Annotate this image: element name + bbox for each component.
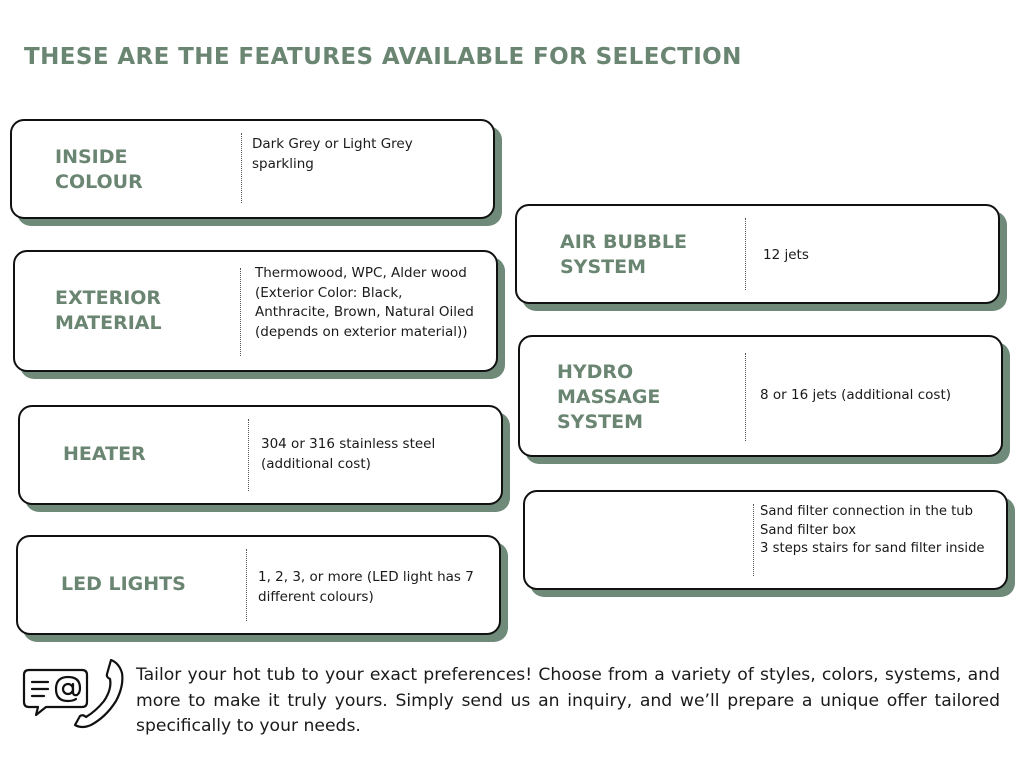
feature-value-led-lights: 1, 2, 3, or more (LED light has 7 differ… xyxy=(258,569,474,605)
feature-title-heater: HEATER xyxy=(63,443,146,465)
feature-title-hydro-massage-system: HYDRO MASSAGE SYSTEM xyxy=(557,361,661,433)
feature-card-led-lights: LED LIGHTS 1, 2, 3, or more (LED light h… xyxy=(16,535,501,635)
feature-divider xyxy=(745,353,746,441)
feature-card-inside-colour: INSIDE COLOUR Dark Grey or Light Grey sp… xyxy=(10,119,495,219)
page-title: THESE ARE THE FEATURES AVAILABLE FOR SEL… xyxy=(24,44,742,70)
feature-card-heater: HEATER 304 or 316 stainless steel (addit… xyxy=(18,405,503,505)
feature-divider xyxy=(248,419,249,491)
feature-value-hydro-massage-system: 8 or 16 jets (additional cost) xyxy=(760,387,952,403)
feature-title-inside-colour: INSIDE COLOUR xyxy=(55,146,143,193)
sand-filter-item: Sand filter connection in the tub xyxy=(760,504,974,519)
sand-filter-item: Sand filter box xyxy=(760,522,857,538)
feature-divider xyxy=(753,504,754,576)
email-at-phone-icon xyxy=(20,656,128,736)
feature-title-led-lights: LED LIGHTS xyxy=(61,573,186,595)
sand-filter-item: 3 steps stairs for sand filter inside xyxy=(760,541,985,557)
feature-value-heater: 304 or 316 stainless steel (additional c… xyxy=(261,436,436,472)
feature-value-inside-colour: Dark Grey or Light Grey sparkling xyxy=(252,136,413,172)
feature-divider xyxy=(240,268,241,356)
feature-value-air-bubble-system: 12 jets xyxy=(763,247,809,263)
feature-value-exterior-material: Thermowood, WPC, Alder wood (Exterior Co… xyxy=(255,265,474,340)
feature-card-air-bubble-system: AIR BUBBLE SYSTEM 12 jets xyxy=(515,204,1000,304)
feature-card-sand-filter: Sand filter connection in the tub Sand f… xyxy=(523,490,1008,590)
feature-divider xyxy=(246,549,247,621)
sand-filter-list: Sand filter connection in the tub Sand f… xyxy=(760,503,1005,559)
feature-divider xyxy=(745,218,746,290)
feature-card-exterior-material: EXTERIOR MATERIAL Thermowood, WPC, Alder… xyxy=(13,250,498,372)
footer-inquiry-text: Tailor your hot tub to your exact prefer… xyxy=(136,665,1000,736)
feature-divider xyxy=(241,133,242,203)
feature-title-air-bubble-system: AIR BUBBLE SYSTEM xyxy=(560,231,687,278)
feature-card-hydro-massage-system: HYDRO MASSAGE SYSTEM 8 or 16 jets (addit… xyxy=(518,335,1003,457)
feature-title-exterior-material: EXTERIOR MATERIAL xyxy=(55,287,162,334)
